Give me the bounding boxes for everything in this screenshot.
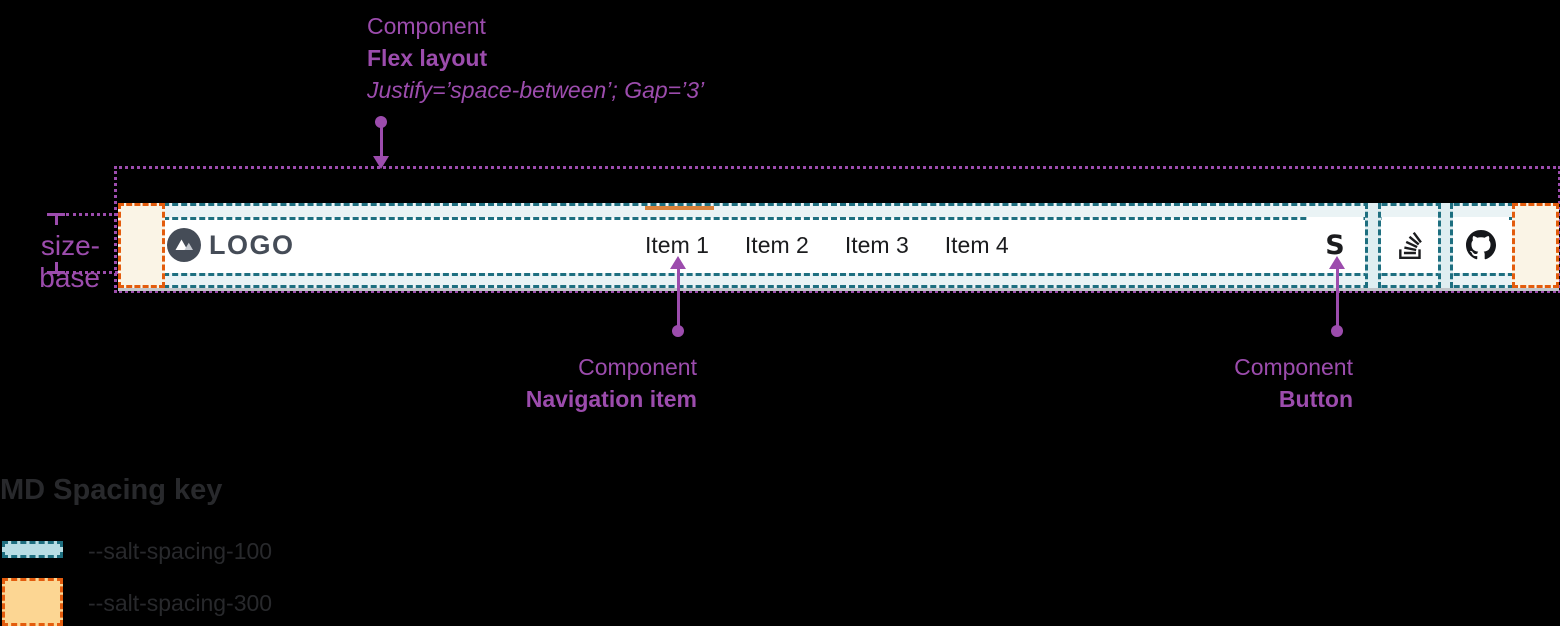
spacing-100-strip-bottom	[165, 273, 1512, 288]
nav-item-annotation-line	[677, 267, 680, 331]
size-base-tick-top	[47, 213, 65, 216]
flex-layout-annotation: Component Flex layout Justify=’space-bet…	[367, 10, 704, 106]
logo[interactable]: LOGO	[167, 217, 295, 273]
flex-annotation-line	[380, 127, 383, 159]
annotation-title: Component	[578, 354, 697, 380]
size-base-tick-top-stem	[55, 216, 58, 225]
spacing-guide-line	[118, 273, 1559, 276]
button-annotation: Component Button	[1055, 351, 1353, 415]
nav-item-1[interactable]: Item 1	[645, 231, 709, 258]
size-base-guide-top	[66, 213, 118, 216]
flex-annotation-arrowhead	[373, 156, 389, 169]
github-icon	[1466, 230, 1496, 260]
annotation-props: Justify=’space-between’; Gap=’3’	[367, 77, 705, 103]
annotation-title: Component	[367, 13, 486, 39]
legend-label-spacing-300: --salt-spacing-300	[88, 590, 273, 616]
flex-annotation-dot	[375, 116, 387, 128]
button-annotation-dot	[1331, 325, 1343, 337]
spacing-300-pad-right	[1512, 203, 1559, 288]
spacing-300-pad-left	[118, 203, 165, 288]
size-base-tick-bottom-stem	[55, 262, 58, 271]
spacing-guide-line	[118, 203, 1559, 206]
annotation-component-name: Flex layout	[367, 45, 488, 71]
nav-item-2[interactable]: Item 2	[744, 231, 809, 258]
logo-text: LOGO	[209, 229, 295, 260]
navigation-items: Item 1 Item 2 Item 3 Item 4	[645, 217, 1009, 273]
salt-s-icon: S	[1325, 229, 1345, 261]
size-base-tick-bottom	[47, 271, 65, 274]
size-base-guide-bottom	[66, 271, 118, 274]
github-button[interactable]	[1453, 217, 1509, 273]
annotation-title: Component	[1234, 354, 1353, 380]
annotation-component-name: Button	[1278, 386, 1353, 412]
active-item-indicator	[645, 206, 714, 210]
legend-label-spacing-100: --salt-spacing-100	[88, 538, 273, 564]
spacing-100-gap	[1438, 203, 1453, 288]
nav-item-4[interactable]: Item 4	[944, 231, 1009, 258]
spacing-300-swatch	[2, 578, 63, 626]
spacing-100-swatch	[2, 541, 63, 558]
button-annotation-arrowhead	[1329, 256, 1345, 269]
spacing-100-gap	[1365, 203, 1381, 288]
stackoverflow-button[interactable]	[1382, 217, 1438, 273]
flex-layout-bounds	[114, 166, 1560, 293]
nav-item-3[interactable]: Item 3	[844, 231, 909, 258]
button-annotation-line	[1336, 267, 1339, 331]
nav-item-annotation: Component Navigation item	[400, 351, 697, 415]
spacing-guide-line	[118, 285, 1559, 288]
navigation-bar: LOGO Item 1 Item 2 Item 3 Item 4 S	[118, 203, 1559, 291]
mountain-icon	[167, 228, 201, 262]
nav-item-annotation-arrowhead	[670, 256, 686, 269]
spacing-guide-line	[118, 217, 1559, 220]
stackoverflow-icon	[1397, 231, 1424, 259]
legend-title: MD Spacing key	[0, 474, 223, 506]
spacing-100-strip-top	[165, 203, 1512, 218]
annotation-component-name: Navigation item	[525, 386, 697, 412]
size-base-label: size-base	[39, 230, 100, 293]
nav-item-annotation-dot	[672, 325, 684, 337]
